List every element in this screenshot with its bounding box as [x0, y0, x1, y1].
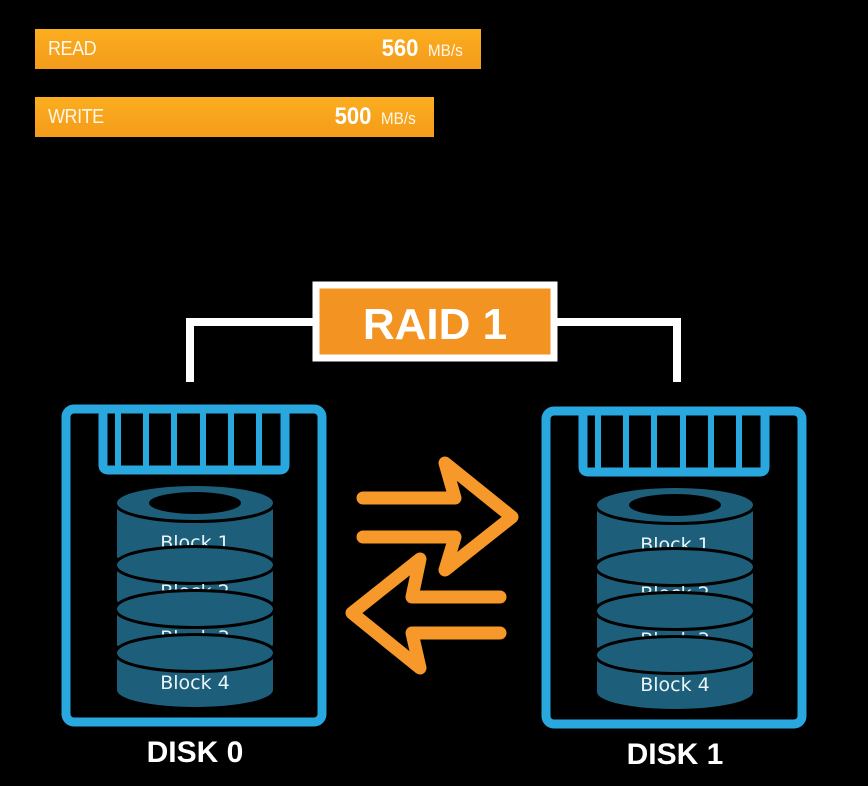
read-unit: MB/s — [428, 41, 464, 60]
disk-frame — [541, 406, 807, 729]
write-value-group: 500 MB/s — [333, 103, 418, 131]
write-unit: MB/s — [381, 109, 417, 128]
arrow-left-icon — [345, 552, 507, 675]
block-label: Block 4 — [640, 674, 710, 696]
read-label: READ — [48, 37, 97, 60]
block-segment: Block 4 — [114, 633, 276, 710]
arrow-right-icon — [356, 456, 519, 577]
raid-title: RAID 1 — [363, 300, 507, 349]
connector-icon — [578, 415, 770, 477]
right-bracket-line — [557, 318, 681, 382]
left-bracket-line — [186, 318, 313, 382]
write-label: WRITE — [48, 105, 104, 128]
write-value: 500 — [334, 103, 372, 130]
write-speed-bar: WRITE 500 MB/s — [35, 97, 434, 137]
disk-frame — [61, 404, 327, 727]
disk-label: DISK 1 — [627, 738, 724, 771]
bidirectional-arrows-icon — [345, 456, 519, 675]
read-value: 560 — [381, 35, 419, 62]
read-value-group: 560 MB/s — [380, 35, 465, 63]
cylinder-top-hole — [629, 494, 721, 516]
block-segment: Block 4 — [594, 635, 756, 712]
read-speed-bar: READ 560 MB/s — [35, 29, 481, 69]
raid-label-box: RAID 1 — [312, 281, 558, 362]
connector-icon — [98, 413, 290, 475]
disk-label: DISK 0 — [147, 736, 244, 769]
block-label: Block 4 — [160, 672, 230, 694]
cylinder-top-hole — [149, 492, 241, 514]
